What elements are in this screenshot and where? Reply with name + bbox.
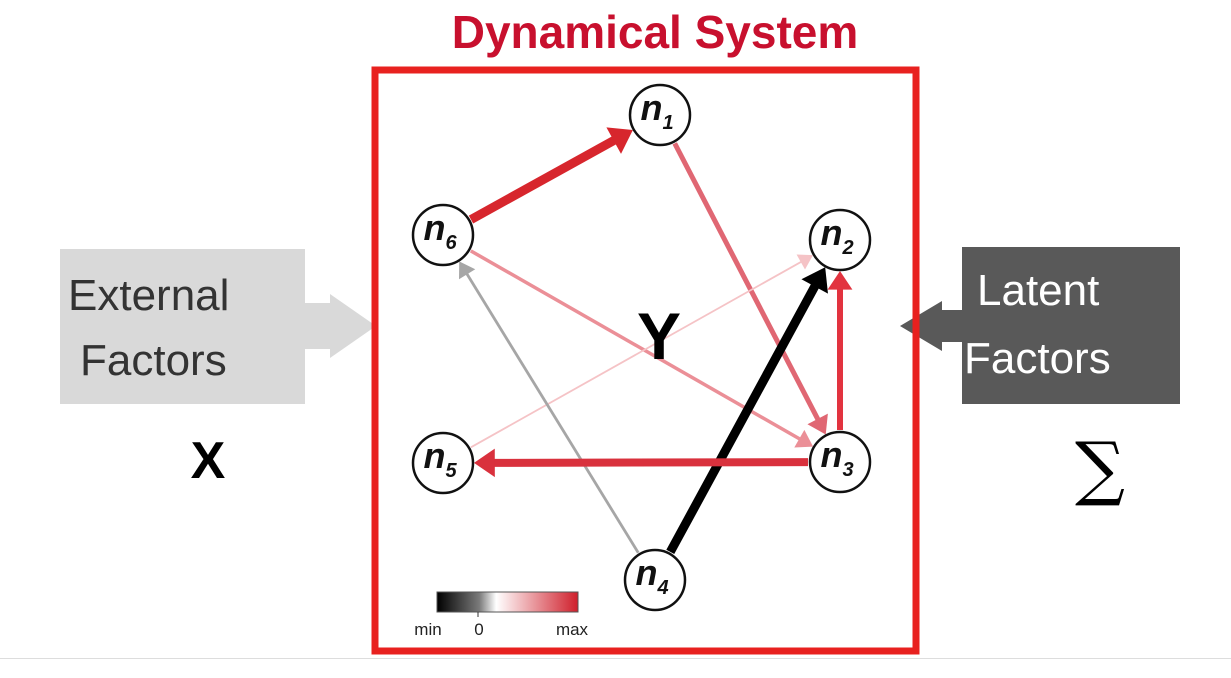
edge-n3-n5: [473, 448, 809, 478]
node-circle: [411, 431, 475, 495]
edge-line: [470, 260, 803, 449]
latent-factors-box: [962, 247, 1180, 404]
node-n2: n2: [808, 208, 872, 272]
node-n1: n1: [628, 83, 692, 147]
node-subscript: 4: [656, 577, 668, 599]
edge-arrowhead: [827, 271, 853, 290]
colorbar: min 0 max: [414, 591, 589, 639]
node-subscript: 2: [841, 237, 853, 259]
edge-arrowhead: [794, 429, 814, 448]
edge-n4-n6: [459, 261, 640, 554]
nodes: n1 n2 n3 n4 n5 n6: [411, 83, 872, 612]
node-n3: n3: [808, 430, 872, 494]
external-label-line1: External: [68, 271, 229, 320]
external-label-line2: Factors: [80, 336, 227, 385]
edges: [459, 127, 853, 555]
external-arrow: [305, 294, 376, 358]
edge-arrowhead: [796, 254, 813, 270]
edge-line: [666, 283, 820, 555]
node-subscript: 1: [662, 112, 673, 134]
node-n4: n4: [623, 548, 687, 612]
edge-line: [465, 272, 640, 554]
edge-n1-n3: [672, 142, 828, 435]
node-circle: [411, 203, 475, 267]
edge-arrowhead: [606, 127, 633, 154]
node-subscript: 3: [842, 459, 853, 481]
edge-arrowhead: [459, 261, 476, 280]
latent-label-line1: Latent: [977, 266, 1099, 315]
colorbar-max-label: max: [556, 620, 589, 639]
diagram-title: Dynamical System: [452, 6, 859, 58]
edge-line: [468, 136, 617, 224]
edge-arrowhead: [807, 413, 828, 435]
edge-arrowhead: [473, 448, 495, 478]
edge-n4-n2: [666, 267, 828, 555]
node-circle: [808, 430, 872, 494]
node-subscript: 6: [445, 232, 457, 254]
colorbar-min-label: min: [414, 620, 441, 639]
colorbar-zero-label: 0: [474, 620, 483, 639]
node-circle: [808, 208, 872, 272]
edge-line: [493, 458, 809, 467]
dynamical-system-frame: [371, 66, 920, 655]
edge-n3-n2: [827, 271, 853, 430]
node-n6: n6: [411, 203, 475, 267]
external-factors-box: [60, 249, 305, 404]
colorbar-gradient: [436, 591, 579, 613]
edge-arrowhead: [801, 267, 828, 294]
bottom-divider: [0, 658, 1231, 659]
node-circle: [623, 548, 687, 612]
node-subscript: 5: [445, 460, 457, 482]
edge-line: [672, 142, 821, 421]
node-n5: n5: [411, 431, 475, 495]
external-symbol: X: [191, 432, 226, 490]
edge-n6-n1: [468, 127, 633, 224]
latent-arrow: [900, 301, 962, 351]
latent-label-line2: Factors: [964, 334, 1111, 383]
latent-factors: Latent Factors: [900, 247, 1180, 404]
latent-symbol: ∑: [1075, 427, 1125, 509]
node-circle: [628, 83, 692, 147]
edge-n5-n2: [470, 254, 813, 449]
system-symbol: Y: [637, 299, 681, 373]
external-factors: External Factors: [60, 249, 376, 404]
